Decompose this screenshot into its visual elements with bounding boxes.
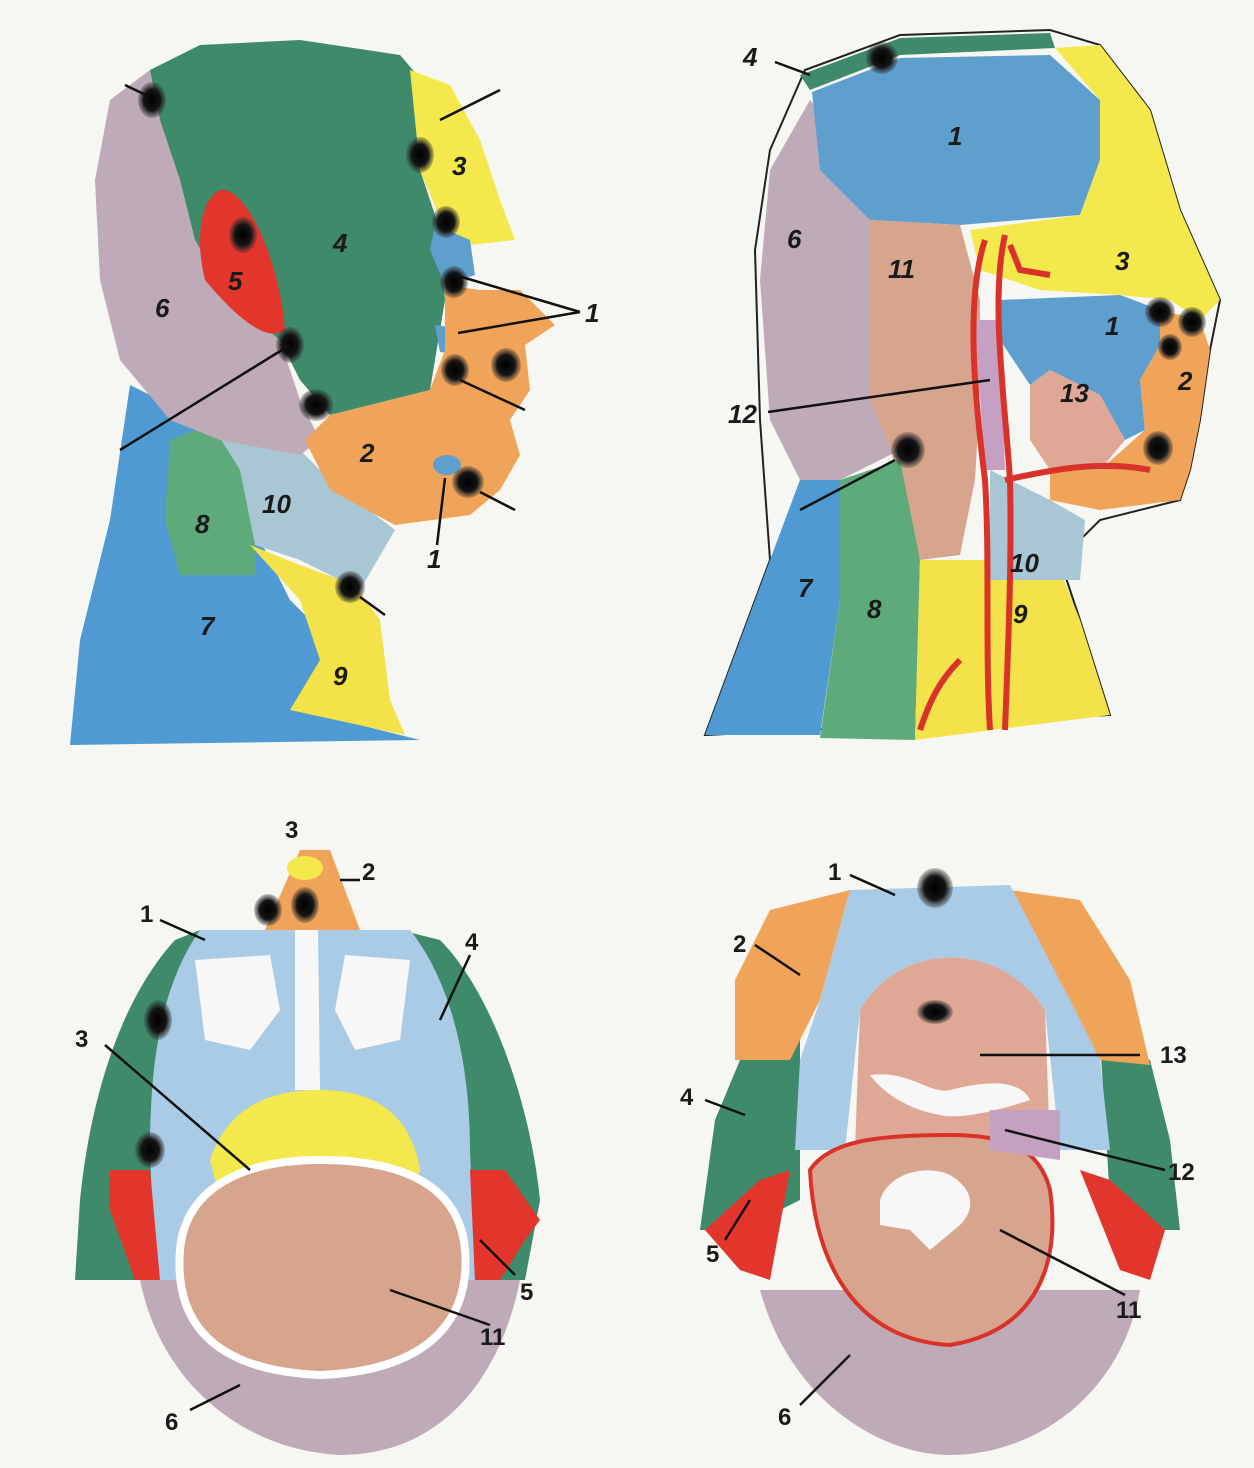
panel-lateral-head-deep: 4 1 3 6 11 1 2 13 12 10 7 8 9 [705, 30, 1220, 740]
label-1: 1 [140, 901, 153, 928]
lymph-node-icon [254, 894, 282, 926]
label-6: 6 [165, 1409, 178, 1436]
label-13: 13 [1060, 378, 1089, 408]
panel-lateral-head-superficial: 1 1 2 3 4 5 6 7 8 9 10 [70, 40, 599, 745]
lymph-node-icon [440, 266, 468, 298]
lymph-node-icon [432, 206, 460, 238]
lymph-node-icon [406, 137, 434, 173]
label-1: 1 [1105, 311, 1119, 341]
label-6: 6 [787, 224, 802, 254]
label-3: 3 [452, 151, 467, 181]
label-7: 7 [798, 573, 814, 603]
lymph-node-icon [866, 42, 898, 74]
label-2: 2 [733, 931, 746, 958]
label-3: 3 [75, 1026, 88, 1053]
label-10: 10 [1010, 548, 1039, 578]
label-13: 13 [1160, 1042, 1187, 1069]
lymph-node-icon [299, 389, 333, 421]
nasal-septum-gap [295, 930, 320, 1090]
lymph-node-icon [1158, 334, 1182, 360]
lymph-node-icon [1178, 307, 1206, 337]
label-2: 2 [359, 438, 375, 468]
label-12: 12 [728, 399, 757, 429]
lymph-node-icon [491, 348, 521, 382]
label-5: 5 [706, 1241, 719, 1268]
label-11: 11 [888, 254, 915, 284]
label-4: 4 [680, 1084, 694, 1111]
lymph-node-icon [135, 1132, 165, 1168]
label-5: 5 [228, 266, 243, 296]
label-5: 5 [520, 1279, 533, 1306]
label-11: 11 [1116, 1297, 1141, 1324]
lymph-node-icon [917, 1000, 953, 1024]
lymph-node-icon [229, 217, 257, 253]
lymph-node-icon [1143, 431, 1173, 465]
region-11 [179, 1160, 465, 1375]
label-7: 7 [200, 611, 216, 641]
label-1: 1 [948, 121, 962, 151]
label-2: 2 [1177, 366, 1193, 396]
lymph-node-icon [917, 868, 953, 908]
lymph-node-icon [144, 1000, 172, 1040]
label-4: 4 [332, 228, 348, 258]
label-9: 9 [333, 661, 348, 691]
lymph-node-icon [138, 82, 166, 118]
label-8: 8 [867, 594, 882, 624]
label-4: 4 [465, 929, 479, 956]
label-1: 1 [427, 544, 441, 574]
lymph-node-icon [452, 466, 484, 498]
panel-axial-section-upper: 3 2 1 4 3 5 11 6 [75, 817, 540, 1455]
lymph-node-icon [1145, 297, 1175, 327]
label-10: 10 [262, 489, 291, 519]
label-3: 3 [1115, 246, 1130, 276]
label-2: 2 [362, 859, 375, 886]
label-1: 1 [828, 859, 841, 886]
label-8: 8 [195, 509, 210, 539]
label-11: 11 [480, 1324, 505, 1351]
lymph-node-icon [291, 887, 319, 923]
region-3-tip [287, 856, 323, 880]
label-1: 1 [585, 298, 599, 328]
label-9: 9 [1013, 599, 1028, 629]
label-6: 6 [155, 293, 170, 323]
label-4: 4 [742, 42, 758, 72]
lymph-node-icon [891, 432, 925, 468]
label-3: 3 [285, 817, 298, 844]
label-12: 12 [1168, 1159, 1195, 1186]
panel-axial-section-lower: 1 2 13 4 12 5 11 6 [680, 859, 1195, 1455]
label-6: 6 [778, 1404, 791, 1431]
